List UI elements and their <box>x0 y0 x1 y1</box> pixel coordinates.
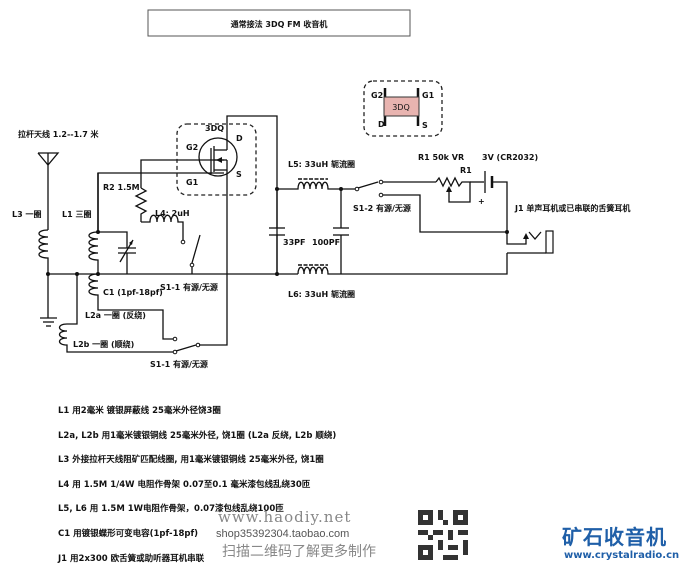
note-l5-l6: L5, L6 用 1.5M 1W电阻作骨架，0.07漆包线乱绕100匝 <box>58 504 284 515</box>
l5-label: L5: 33uH 轭流圈 <box>288 159 355 169</box>
c1-variable-capacitor <box>98 231 136 274</box>
pinout-package <box>383 88 420 126</box>
ground-symbol <box>40 317 57 327</box>
l2a-coil <box>88 273 174 340</box>
r1-label: R1 <box>460 166 472 175</box>
r2-resistor <box>134 187 148 222</box>
brand-url: www.crystalradio.cn <box>564 550 680 561</box>
fet-dashed-outline <box>176 123 257 196</box>
d-label: D <box>236 134 243 143</box>
r1-title-label: R1 50k VR <box>418 153 464 162</box>
battery-plus-label: + <box>478 197 485 206</box>
fet-label: 3DQ <box>205 124 224 133</box>
s1-2-switch[interactable] <box>354 179 507 233</box>
c33-label: 33PF <box>283 238 305 247</box>
pin-s-label: S <box>422 121 428 130</box>
s1-1-upper-switch[interactable] <box>180 234 201 274</box>
pin-g1-label: G1 <box>422 91 435 100</box>
r2-label: R2 1.5M <box>103 183 140 192</box>
l2b-label: L2b 一圈 (顺绕) <box>73 339 134 349</box>
watermark-scan: 扫描二维码了解更多制作 <box>222 544 376 560</box>
antenna-symbol <box>37 152 60 230</box>
l1-coil <box>88 231 99 274</box>
qr-code <box>418 510 468 560</box>
note-j1: J1 用2x300 欧舌簧或助听器耳机串联 <box>58 553 205 564</box>
pinout-dashed-outline <box>363 80 443 137</box>
watermark-site: www.haodiy.net <box>218 508 352 526</box>
mosfet-3dq-symbol <box>198 115 278 274</box>
l4-coil <box>141 214 184 241</box>
construction-notes: L1 用2毫米 镀银屏蔽线 25毫米外径饶3圈 L2a, L2b 用1毫米镀银铜… <box>58 404 336 576</box>
s1-1-lower-switch[interactable] <box>172 173 228 355</box>
battery-label: 3V (CR2032) <box>482 153 538 162</box>
l1-label: L1 三圈 <box>62 210 91 219</box>
pinout-package-label: 3DQ <box>392 103 410 112</box>
note-l1: L1 用2毫米 镀银屏蔽线 25毫米外径饶3圈 <box>58 406 221 416</box>
c100-label: 100PF <box>312 238 340 247</box>
g2-label: G2 <box>186 143 198 152</box>
l3-coil <box>38 229 49 318</box>
pin-d-label: D <box>378 120 385 129</box>
c1-label: C1 (1pf-18pf) <box>103 288 163 297</box>
battery-3v <box>470 171 508 232</box>
brand-logo: 矿石收音机 <box>562 525 667 549</box>
l2b-coil <box>58 274 173 353</box>
title-box <box>147 9 411 37</box>
s1-1-upper-label: S1-1 有源/无源 <box>160 282 218 292</box>
j1-label: J1 单声耳机或已串联的舌簧耳机 <box>514 203 630 213</box>
note-l2: L2a, L2b 用1毫米镀银铜线 25毫米外径, 饶1圈 (L2a 反绕, L… <box>58 430 337 441</box>
watermark-shop: shop35392304.taobao.com <box>216 528 350 540</box>
l5-coil <box>277 181 356 190</box>
s-label: S <box>236 170 242 179</box>
s1-2-label: S1-2 有源/无源 <box>353 203 411 213</box>
r1-potentiometer <box>435 176 471 203</box>
diagram-title: 通常接法 3DQ FM 收音机 <box>231 19 328 29</box>
l6-label: L6: 33uH 轭流圈 <box>288 289 355 299</box>
capacitor-100pf <box>333 189 349 274</box>
pin-g2-label: G2 <box>371 91 383 100</box>
antenna-label: 拉杆天线 1.2--1.7 米 <box>18 129 100 139</box>
capacitor-33pf <box>269 189 285 274</box>
note-l4: L4 用 1.5M 1/4W 电阻作骨架 0.07至0.1 毫米漆包线乱绕30匝 <box>58 479 311 490</box>
note-c1: C1 用镀银蝶形可变电容(1pf-18pf) <box>58 528 199 539</box>
note-l3: L3 外接拉杆天线阻矿匹配线圈, 用1毫米镀银铜线 25毫米外径, 饶1圈 <box>58 455 324 466</box>
l4-label: L4: 2uH <box>155 209 190 218</box>
s1-1-lower-label: S1-1 有源/无源 <box>150 359 208 369</box>
j1-headphone-jack[interactable] <box>506 230 554 254</box>
l6-coil <box>297 253 508 275</box>
g1-label: G1 <box>186 178 199 187</box>
l2a-label: L2a 一圈 (反绕) <box>85 310 146 320</box>
l3-label: L3 一圈 <box>12 210 41 219</box>
